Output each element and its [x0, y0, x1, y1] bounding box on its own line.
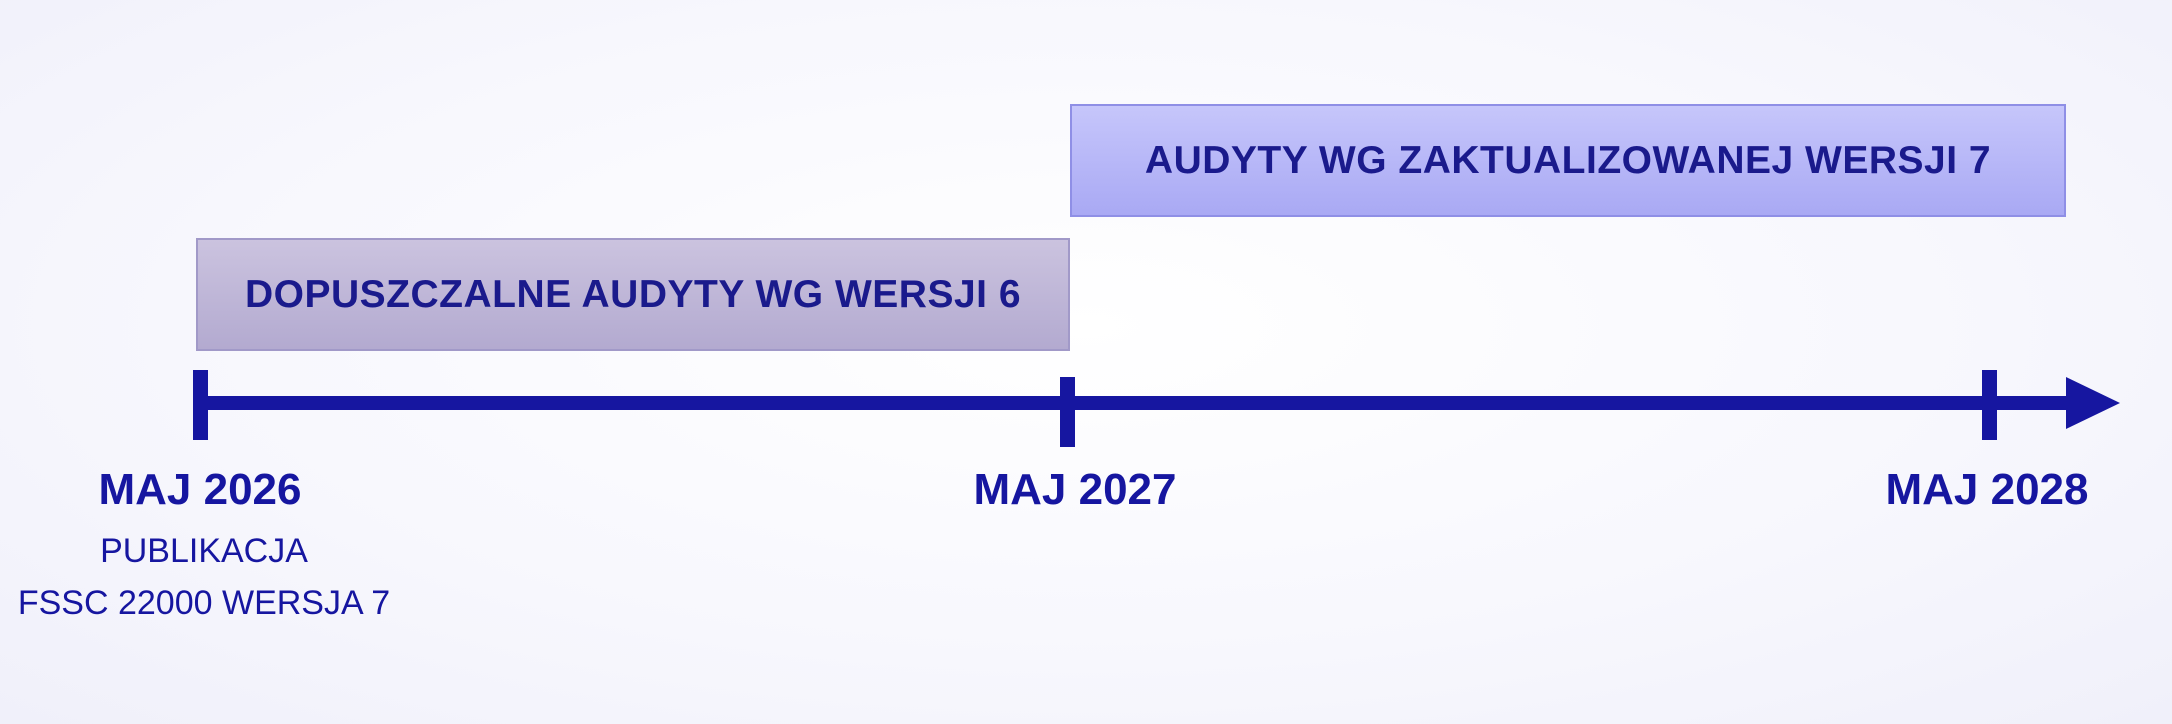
band-version-6-audits: DOPUSZCZALNE AUDYTY WG WERSJI 6	[196, 238, 1070, 351]
publication-note: PUBLIKACJA FSSC 22000 WERSJA 7	[18, 525, 390, 629]
date-label-2026: MAJ 2026	[98, 465, 302, 514]
tick-may-2028	[1982, 370, 1997, 440]
tick-may-2026	[193, 370, 208, 440]
date-label-2028: MAJ 2028	[1885, 465, 2089, 514]
timeline-arrow-icon	[2066, 377, 2120, 429]
tick-may-2027	[1060, 377, 1075, 447]
publication-note-line-1: PUBLIKACJA	[100, 532, 308, 570]
publication-note-line-2: FSSC 22000 WERSJA 7	[17, 584, 391, 622]
band-version-7-audits: AUDYTY WG ZAKTUALIZOWANEJ WERSJI 7	[1070, 104, 2066, 217]
date-label-2027: MAJ 2027	[973, 465, 1177, 514]
timeline-axis	[196, 396, 2076, 410]
band-version-7-label: AUDYTY WG ZAKTUALIZOWANEJ WERSJI 7	[1144, 138, 1992, 182]
band-version-6-label: DOPUSZCZALNE AUDYTY WG WERSJI 6	[244, 272, 1022, 316]
